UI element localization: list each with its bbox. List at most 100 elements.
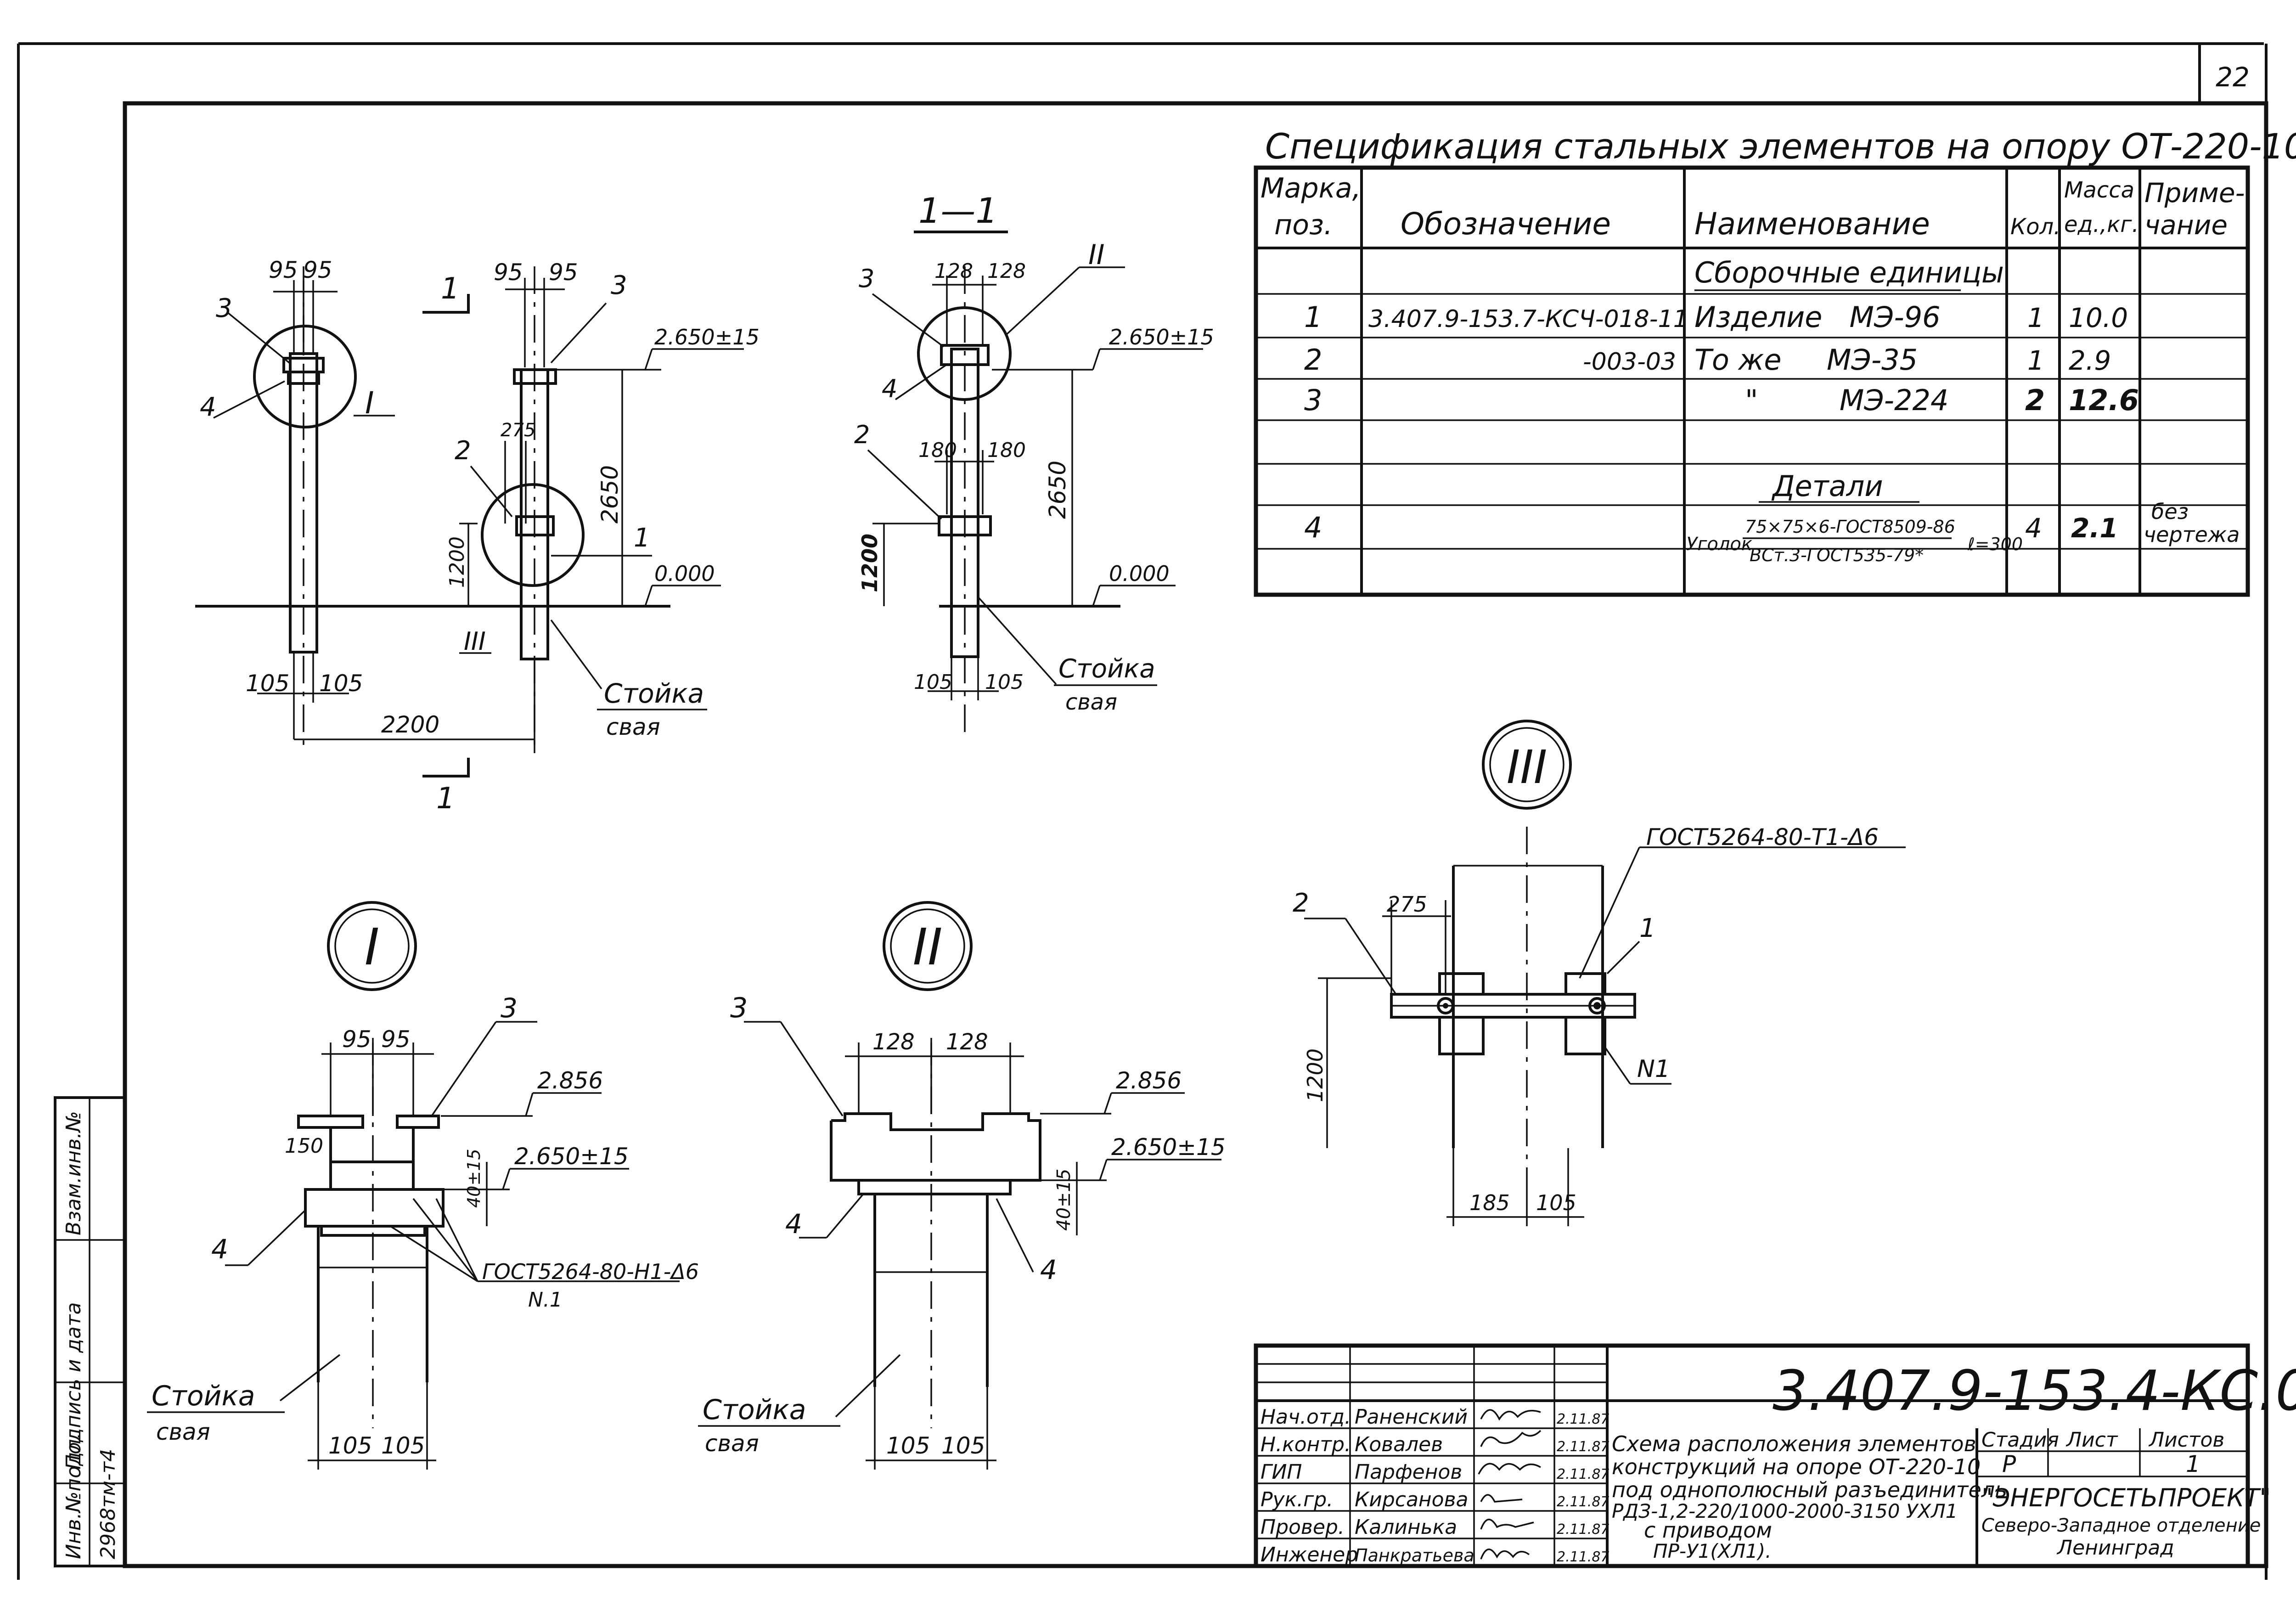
elev-dim-275: 275 — [501, 420, 535, 441]
elev-pile-label-1: Стойка — [604, 678, 704, 709]
dII-dim-128-b: 128 — [946, 1029, 988, 1055]
row3-mark: 3 — [1304, 383, 1322, 417]
sig-role-3: ГИП — [1261, 1460, 1302, 1484]
tb-sheets: 1 — [2186, 1451, 2200, 1477]
dI-callout-3: 3 — [501, 992, 518, 1024]
part-note-2: чертежа — [2144, 522, 2240, 547]
sig-name-5: Калинька — [1355, 1516, 1457, 1539]
sec-dim-105-a: 105 — [914, 670, 952, 694]
dIII-dim-105: 105 — [1536, 1190, 1576, 1215]
dI-dim-150: 150 — [285, 1134, 323, 1158]
sheet-frame: 22 — [17, 42, 2268, 1580]
sec-callout-2: 2 — [854, 420, 870, 449]
detail-III-view: III ГОСТ5264-80-Т1-Δ6 275 1200 185 — [1293, 720, 1906, 1226]
dI-weld: ГОСТ5264-80-Н1-Δ6 — [482, 1259, 699, 1284]
sig-role-6: Инженер — [1261, 1543, 1358, 1566]
stamp-label-sign: Подпись и дата — [62, 1302, 85, 1470]
row3-name: " МЭ-224 — [1745, 383, 1948, 417]
elev-detail-III-label: III — [464, 627, 486, 656]
tb-sheet-label: Лист — [2065, 1428, 2118, 1452]
dI-dim-40: 40±15 — [464, 1149, 484, 1208]
sig-name-2: Ковалев — [1355, 1433, 1443, 1456]
tb-description-6: ПР-У1(ХЛ1). — [1653, 1540, 1772, 1562]
dI-level-top: 2.856 — [537, 1067, 603, 1094]
elev-dim-95-d: 95 — [549, 259, 578, 286]
dIII-dim-275: 275 — [1387, 892, 1427, 917]
row2-name: То же МЭ-35 — [1694, 343, 1918, 377]
header-mark-2: поз. — [1274, 209, 1333, 241]
tb-sheets-label: Листов — [2148, 1428, 2224, 1452]
dI-callout-4: 4 — [211, 1234, 228, 1265]
tb-org-3: Ленинград — [2056, 1536, 2174, 1560]
tb-org-2: Северо-Западное отделение — [1981, 1515, 2261, 1536]
sheet-number: 22 — [2216, 62, 2250, 93]
detail-II-circle — [917, 306, 1012, 401]
row1-mass: 10.0 — [2069, 302, 2128, 333]
sig-name-6: Панкратьева — [1355, 1545, 1474, 1566]
side-stamp: Инв.№подл. Подпись и дата Взам.инв.№ 296… — [54, 1096, 126, 1567]
sig-date-1: 2.11.87 — [1557, 1411, 1609, 1427]
sig-role-4: Рук.гр. — [1261, 1488, 1333, 1511]
sec-dim-2650: 2650 — [1044, 461, 1071, 519]
row2-qty: 1 — [2027, 345, 2044, 376]
elev-detail-I-label: I — [365, 385, 374, 421]
detail-II-badge: II — [913, 918, 943, 976]
dII-dim-105-a: 105 — [886, 1432, 930, 1459]
part-note-1: без — [2151, 499, 2189, 524]
dIII-callout-2: 2 — [1293, 888, 1309, 918]
part-mass: 2.1 — [2071, 513, 2118, 544]
sig-date-5: 2.11.87 — [1557, 1521, 1609, 1538]
header-mass-1: Масса — [2064, 177, 2134, 203]
part-mark: 4 — [1304, 511, 1322, 544]
stamp-label-replace: Взам.инв.№ — [62, 1111, 85, 1235]
tb-description-2: конструкций на опоре ОТ-220-10 — [1612, 1454, 1981, 1479]
group-parts: Детали — [1771, 469, 1883, 503]
dII-callout-3: 3 — [730, 992, 748, 1024]
elev-dim-95-c: 95 — [494, 259, 523, 286]
dII-dim-128-a: 128 — [872, 1029, 915, 1055]
stamp-inventory-number: 2968тм-т4 — [96, 1449, 120, 1559]
dI-dim-105-b: 105 — [381, 1432, 425, 1459]
tb-description-5: с приводом — [1644, 1518, 1772, 1543]
dI-dim-105-a: 105 — [328, 1432, 372, 1459]
elev-callout-4: 4 — [200, 392, 216, 422]
elev-callout-1: 1 — [634, 523, 650, 553]
sec-detail-II-label: II — [1088, 239, 1104, 271]
sig-name-1: Раненский — [1355, 1405, 1468, 1429]
spec-title: Спецификация стальных элементов на опору… — [1265, 126, 2296, 167]
elev-callout-2: 2 — [455, 436, 471, 466]
dII-callout-4b: 4 — [1040, 1254, 1057, 1285]
row2-mark: 2 — [1304, 343, 1322, 377]
stamp-label-inv: Инв.№подл. — [62, 1432, 85, 1559]
dIII-dim-185: 185 — [1469, 1190, 1510, 1215]
elev-level-top: 2.650±15 — [654, 325, 760, 349]
section-mark-bottom: 1 — [436, 782, 455, 816]
elev-dim-95-b: 95 — [303, 257, 332, 283]
sec-level-zero: 0.000 — [1109, 561, 1170, 586]
detail-III-badge: III — [1507, 740, 1547, 794]
group-assemblies: Сборочные единицы — [1694, 256, 2004, 289]
header-mass-2: ед.,кг. — [2064, 212, 2139, 237]
dI-dim-95-b: 95 — [381, 1026, 411, 1053]
detail-III-circle — [481, 483, 585, 587]
dIII-callout-1: 1 — [1639, 913, 1656, 943]
sec-pile-label-1: Стойка — [1058, 654, 1155, 684]
detail-II-view: II 128 128 40±15 2.856 2.650±15 3 4 4 — [698, 901, 1226, 1470]
row1-name: Изделие МЭ-96 — [1694, 300, 1941, 334]
tb-description-1: Схема расположения элементов — [1612, 1431, 1976, 1456]
dII-pile-label-2: свая — [705, 1430, 759, 1457]
sig-date-3: 2.11.87 — [1557, 1466, 1609, 1482]
sig-role-1: Нач.отд. — [1261, 1405, 1351, 1429]
dII-callout-4a: 4 — [785, 1208, 802, 1240]
dII-level-mid: 2.650±15 — [1111, 1134, 1226, 1161]
elev-dim-2650: 2650 — [597, 465, 623, 524]
tb-description-4: РДЗ-1,2-220/1000-2000-3150 УХЛ1 — [1612, 1500, 1958, 1522]
header-name: Наименование — [1694, 206, 1930, 242]
elev-dim-105-b: 105 — [319, 670, 363, 697]
elev-callout-3b: 3 — [611, 270, 627, 300]
sec-level-top: 2.650±15 — [1109, 325, 1214, 349]
row3-mass: 12.6 — [2069, 383, 2139, 417]
dI-pile-label-2: свая — [156, 1419, 210, 1445]
elev-dim-105-a: 105 — [246, 670, 289, 697]
detail-I-badge: I — [365, 918, 379, 976]
